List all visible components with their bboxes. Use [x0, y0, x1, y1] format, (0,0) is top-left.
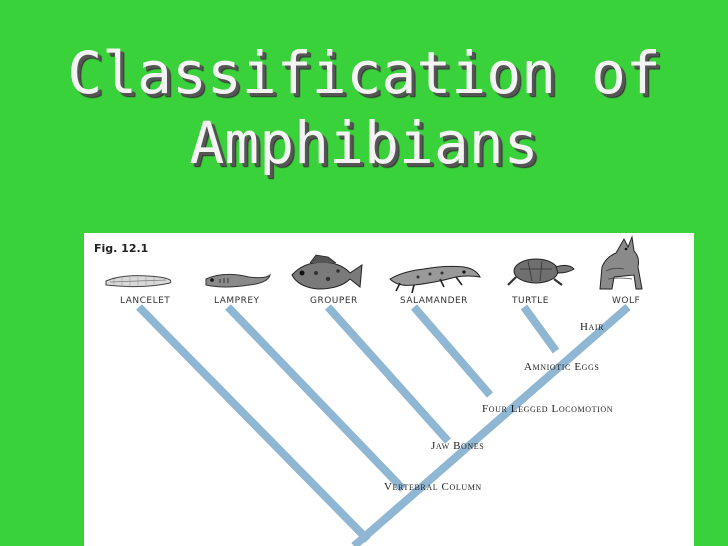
lancelet-icon [105, 275, 172, 288]
taxon-label-lancelet: LANCELET [120, 296, 170, 306]
taxon-label-turtle: TURTLE [511, 296, 549, 306]
trait-label-jaw-bones: Jaw Bones [431, 440, 484, 452]
cladogram-figure: Fig. 12.1 [84, 233, 694, 546]
trait-label-vertebral-column: Vertebral Column [384, 481, 482, 493]
branch-grouper [325, 304, 451, 444]
branch-main-wolf [351, 303, 631, 546]
wolf-icon [599, 235, 643, 290]
cladogram-branches [136, 303, 631, 546]
grouper-fish-icon [291, 254, 363, 290]
title-line-2: Amphibians [189, 109, 539, 177]
branch-salamander [410, 304, 494, 398]
taxon-label-salamander: SALAMANDER [400, 296, 468, 306]
salamander-icon [389, 265, 481, 294]
lamprey-icon [205, 273, 271, 288]
title-line-1: Classification of [67, 39, 661, 107]
turtle-icon [507, 258, 575, 286]
figure-label: Fig. 12.1 [94, 242, 149, 255]
branch-turtle [520, 304, 560, 354]
trait-label-amniotic-eggs: Amniotic Eggs [524, 361, 599, 373]
trait-label-hair: Hair [580, 321, 604, 333]
slide-title: Classification of Amphibians [0, 38, 728, 178]
cladogram-svg: LANCELET LAMPREY GROUPER SALAMANDER TURT… [105, 235, 643, 546]
taxon-label-wolf: WOLF [612, 296, 640, 306]
taxon-label-grouper: GROUPER [310, 296, 358, 306]
branch-lancelet [136, 304, 371, 543]
trait-label-four-legged-locomotion: Four Legged Locomotion [482, 403, 613, 415]
taxon-label-lamprey: LAMPREY [214, 296, 260, 306]
branch-lamprey [225, 304, 406, 492]
